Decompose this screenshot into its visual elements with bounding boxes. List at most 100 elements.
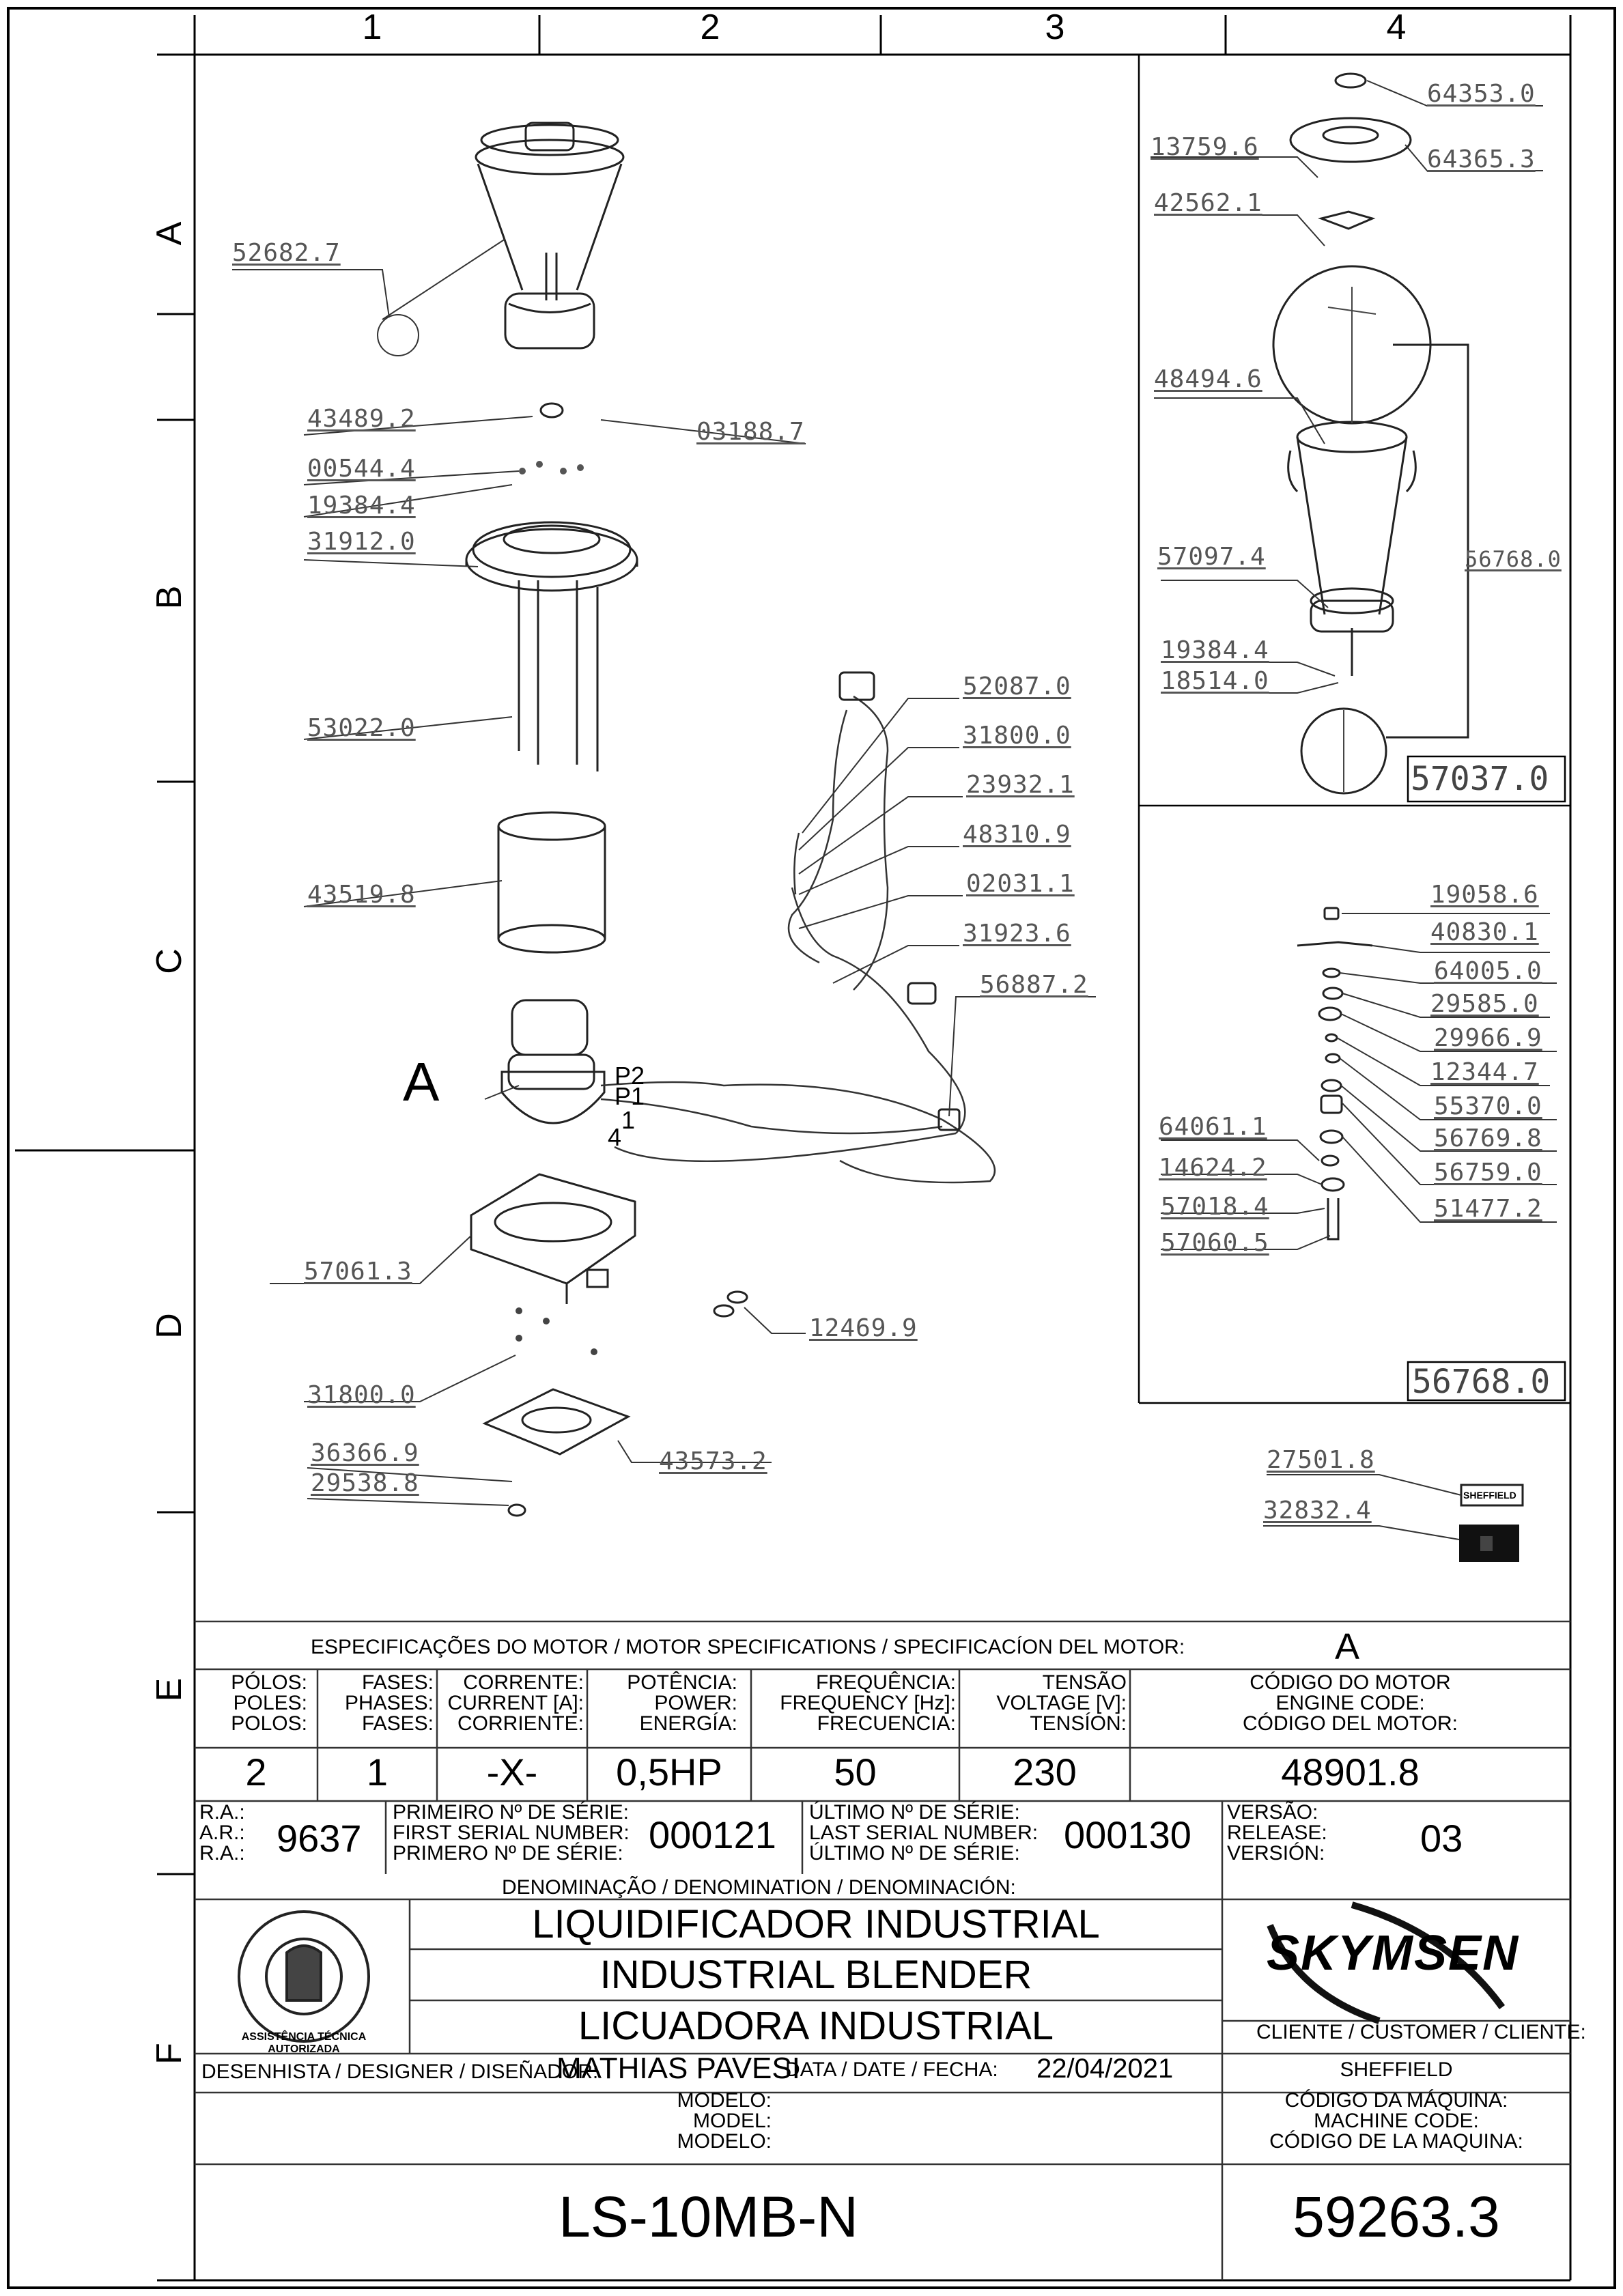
part-23932-1[interactable]: 23932.1 — [966, 771, 1075, 799]
denomination-pt: LIQUIDIFICADOR INDUSTRIAL — [532, 1902, 1100, 1946]
spec-motor-ref: A — [1335, 1626, 1360, 1667]
machine-code-value: 59263.3 — [1293, 2185, 1500, 2249]
spec-value-frequency: 50 — [834, 1751, 877, 1794]
part-43489-2[interactable]: 43489.2 — [307, 405, 416, 433]
motor-label: A — [403, 1051, 440, 1112]
part-43519-8[interactable]: 43519.8 — [307, 881, 416, 909]
first-serial-labels: PRIMEIRO Nº DE SÉRIE:FIRST SERIAL NUMBER… — [393, 1801, 630, 1865]
designer-label: DESENHISTA / DESIGNER / DISEÑADOR: — [201, 2060, 599, 2083]
part-14624-2[interactable]: 14624.2 — [1159, 1154, 1267, 1182]
part-48310-9[interactable]: 48310.9 — [963, 821, 1071, 849]
last-serial-labels: ÚLTIMO Nº DE SÉRIE:LAST SERIAL NUMBER:ÚL… — [809, 1801, 1039, 1865]
designer-name: MATHIAS PAVESI — [556, 2052, 800, 2085]
spec-header-power: POTÊNCIA:POWER:ENERGÍA: — [627, 1671, 737, 1735]
first-serial-value: 000121 — [649, 1813, 776, 1856]
brand-logo: SKYMSEN — [1267, 1926, 1520, 1981]
part-36366-9[interactable]: 36366.9 — [311, 1439, 419, 1467]
part-31923-6[interactable]: 31923.6 — [963, 920, 1071, 948]
part-53022-0[interactable]: 53022.0 — [307, 714, 416, 742]
machine-code-labels: CÓDIGO DA MÁQUINA:MACHINE CODE:CÓDIGO DE… — [1269, 2089, 1523, 2153]
part-56768-0-side[interactable]: 56768.0 — [1465, 546, 1562, 572]
part-57037-0[interactable]: 57037.0 — [1411, 760, 1549, 798]
part-56759-0[interactable]: 56759.0 — [1434, 1159, 1542, 1187]
part-57097-4[interactable]: 57097.4 — [1157, 543, 1266, 571]
part-31800-0-wiring[interactable]: 31800.0 — [963, 722, 1071, 750]
part-42562-1[interactable]: 42562.1 — [1154, 189, 1262, 217]
part-02031-1[interactable]: 02031.1 — [966, 870, 1075, 898]
part-19384-4-right[interactable]: 19384.4 — [1161, 636, 1269, 664]
spec-title: ESPECIFICAÇÕES DO MOTOR / MOTOR SPECIFIC… — [311, 1636, 1185, 1658]
spec-header-frequency: FREQUÊNCIA:FREQUENCY [Hz]:FRECUENCIA: — [780, 1671, 956, 1735]
grid-row-a: A — [150, 221, 189, 246]
spec-header-poles: PÓLOS:POLES:POLOS: — [231, 1671, 307, 1735]
denomination-header: DENOMINAÇÃO / DENOMINATION / DENOMINACIÓ… — [502, 1876, 1016, 1899]
part-12469-9[interactable]: 12469.9 — [809, 1314, 918, 1342]
part-56887-2[interactable]: 56887.2 — [980, 971, 1088, 999]
denomination-en: INDUSTRIAL BLENDER — [599, 1953, 1032, 1997]
spec-value-power: 0,5HP — [616, 1751, 722, 1794]
ra-value: 9637 — [277, 1817, 362, 1860]
part-64353-0[interactable]: 64353.0 — [1427, 80, 1536, 108]
part-64005-0[interactable]: 64005.0 — [1434, 957, 1542, 985]
part-31912-0[interactable]: 31912.0 — [307, 528, 416, 556]
part-31800-0-left[interactable]: 31800.0 — [307, 1381, 416, 1409]
part-56768-0-box[interactable]: 56768.0 — [1412, 1363, 1551, 1401]
part-03188-7[interactable]: 03188.7 — [696, 418, 805, 446]
date-label: DATA / DATE / FECHA: — [785, 2058, 998, 2081]
part-57060-5[interactable]: 57060.5 — [1161, 1229, 1269, 1257]
part-52087-0[interactable]: 52087.0 — [963, 672, 1071, 700]
grid-column-4: 4 — [1386, 8, 1407, 47]
part-43573-2[interactable]: 43573.2 — [659, 1447, 767, 1475]
part-13759-6[interactable]: 13759.6 — [1151, 133, 1259, 161]
grid-column-3: 3 — [1045, 8, 1065, 47]
grid-row-f: F — [150, 2043, 189, 2065]
spec-value-voltage: 230 — [1013, 1751, 1077, 1794]
part-64365-3[interactable]: 64365.3 — [1427, 145, 1536, 173]
spec-header-phases: FASES:PHASES:FASES: — [344, 1671, 434, 1735]
part-32832-4[interactable]: 32832.4 — [1263, 1497, 1372, 1525]
part-48494-6[interactable]: 48494.6 — [1154, 365, 1262, 393]
spec-value-phases: 1 — [366, 1751, 389, 1794]
authorized-service-seal: ASSISTÊNCIA TÉCNICA AUTORIZADA — [241, 2031, 367, 2055]
model-value: LS-10MB-N — [559, 2185, 858, 2249]
part-40830-1[interactable]: 40830.1 — [1430, 918, 1539, 946]
part-29966-9[interactable]: 29966.9 — [1434, 1024, 1542, 1052]
grid-row-b: B — [150, 585, 189, 610]
part-18514-0[interactable]: 18514.0 — [1161, 667, 1269, 695]
client-value: SHEFFIELD — [1340, 2058, 1453, 2081]
grid-row-c: C — [150, 948, 189, 974]
spec-value-current: -X- — [486, 1751, 538, 1794]
wire-label-1: 1 — [621, 1106, 636, 1134]
part-29585-0[interactable]: 29585.0 — [1430, 990, 1539, 1018]
part-64061-1[interactable]: 64061.1 — [1159, 1113, 1267, 1141]
version-value: 03 — [1420, 1817, 1463, 1860]
part-56769-8[interactable]: 56769.8 — [1434, 1124, 1542, 1152]
wire-label-p1: P1 — [615, 1082, 645, 1110]
part-19384-4-left[interactable]: 19384.4 — [307, 492, 416, 520]
grid-row-d: D — [150, 1313, 189, 1339]
grid-row-e: E — [150, 1677, 189, 1702]
denomination-es: LICUADORA INDUSTRIAL — [578, 2004, 1054, 2048]
part-55370-0[interactable]: 55370.0 — [1434, 1092, 1542, 1120]
part-19058-6[interactable]: 19058.6 — [1430, 881, 1539, 909]
client-label: CLIENTE / CUSTOMER / CLIENTE: — [1256, 2021, 1586, 2043]
part-51477-2[interactable]: 51477.2 — [1434, 1195, 1542, 1223]
date-value: 22/04/2021 — [1036, 2054, 1174, 2084]
grid-column-2: 2 — [700, 8, 720, 47]
part-52682-7[interactable]: 52682.7 — [232, 239, 341, 267]
spec-value-engine-code: 48901.8 — [1281, 1751, 1420, 1794]
last-serial-value: 000130 — [1064, 1813, 1191, 1856]
part-12344-7[interactable]: 12344.7 — [1430, 1058, 1539, 1086]
nameplate-text: SHEFFIELD — [1463, 1490, 1516, 1501]
wire-label-4: 4 — [608, 1123, 622, 1151]
part-29538-8[interactable]: 29538.8 — [311, 1469, 419, 1497]
spec-value-poles: 2 — [245, 1751, 267, 1794]
part-00544-4[interactable]: 00544.4 — [307, 455, 416, 483]
ra-labels: R.A.:A.R.:R.A.: — [199, 1801, 245, 1865]
part-27501-8[interactable]: 27501.8 — [1267, 1446, 1375, 1474]
part-57061-3[interactable]: 57061.3 — [304, 1258, 412, 1286]
wire-label-p2: P2 — [615, 1062, 645, 1090]
part-57018-4[interactable]: 57018.4 — [1161, 1193, 1269, 1221]
